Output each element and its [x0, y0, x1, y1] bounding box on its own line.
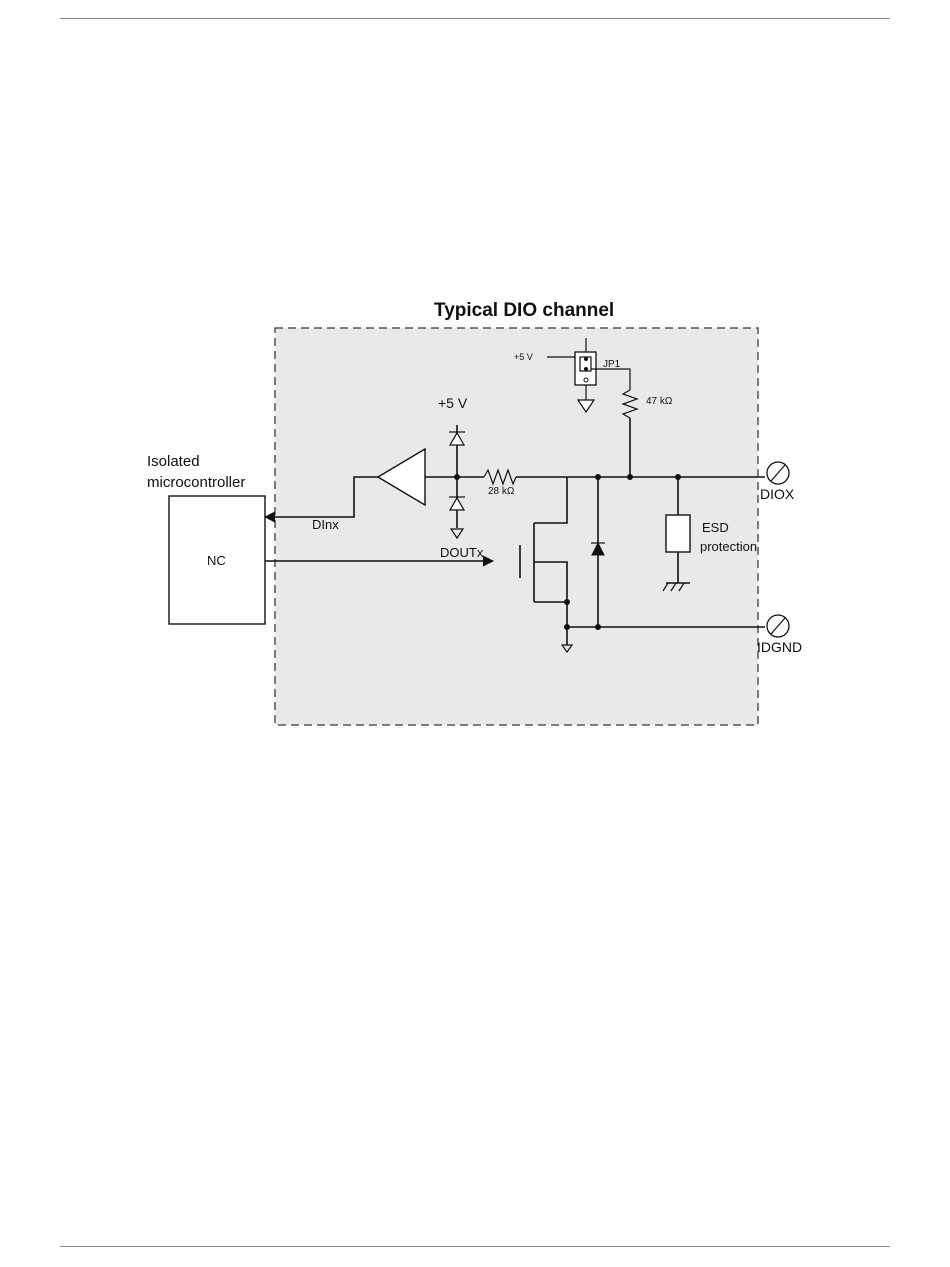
diox-label: DIOX	[760, 486, 795, 502]
jp1-pin2	[584, 367, 588, 371]
esd-label-line2: protection	[700, 539, 757, 554]
plus5v-small-label: +5 V	[514, 352, 533, 362]
esd-block	[666, 515, 690, 552]
jp1-label: JP1	[603, 359, 621, 370]
isolated-label-line1: Isolated	[147, 453, 200, 470]
isolated-label-line2: microcontroller	[147, 474, 245, 491]
doutx-label: DOUTx	[440, 545, 484, 560]
esd-label-line1: ESD	[702, 520, 729, 535]
clamp-node	[454, 474, 460, 480]
jp1-pin1	[584, 357, 588, 361]
r28-label: 28 kΩ	[488, 486, 515, 497]
dinx-label: DInx	[312, 517, 339, 532]
plus5v-label: +5 V	[438, 395, 468, 411]
nc-label: NC	[207, 553, 226, 568]
diagram-title: Typical DIO channel	[434, 300, 614, 321]
idgnd-label: IDGND	[757, 639, 802, 655]
r47-label: 47 kΩ	[646, 396, 673, 407]
